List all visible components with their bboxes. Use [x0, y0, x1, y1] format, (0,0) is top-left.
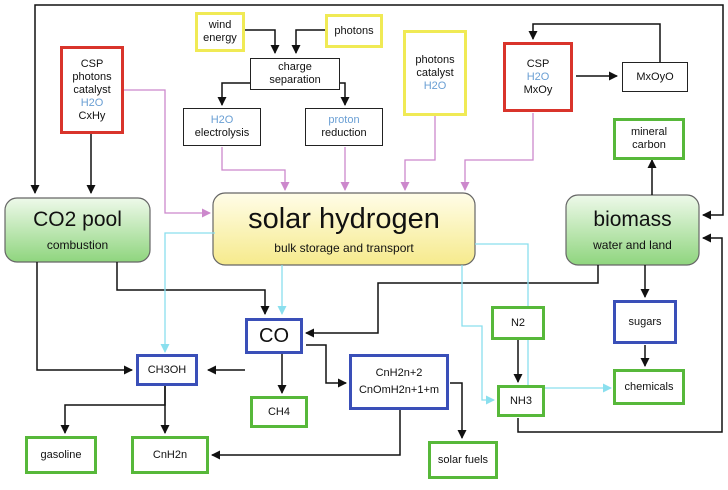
csp-left-line-1: CSP — [80, 57, 104, 70]
nh3-label: NH3 — [509, 394, 532, 407]
cnh2n-label: CnH2n — [152, 448, 188, 461]
photons-catalyst-box: photons catalyst H2O — [403, 30, 467, 116]
mxoyo-box: MxOyO — [622, 62, 688, 92]
arrow-biomass-co — [305, 265, 599, 338]
arrow-cnh-solarfuels — [450, 382, 467, 439]
charge-line-2: separation — [269, 74, 321, 86]
arrow-charge-electrolysis — [217, 82, 250, 106]
ch4-box: CH4 — [250, 396, 308, 428]
chemicals-label: chemicals — [624, 380, 674, 393]
arrow-photocat-h2 — [400, 115, 436, 191]
arrow-co2-ch3oh — [36, 262, 133, 375]
wind-line-2: energy — [203, 32, 237, 44]
csp-left-line-2: photons — [72, 70, 112, 83]
co2-pool-subtitle: combustion — [46, 238, 109, 252]
nh3-box: NH3 — [497, 385, 545, 417]
n2-label: N2 — [510, 316, 526, 329]
electrolysis-line-2: electrolysis — [194, 127, 250, 139]
cnh2n-box: CnH2n — [131, 436, 209, 474]
gasoline-box: gasoline — [25, 436, 97, 474]
csp-inputs-left: CSP photons catalyst H2O CxHy — [60, 46, 124, 134]
sugars-label: sugars — [628, 315, 662, 328]
cnh-line-2: CnOmH2n+1+m — [358, 384, 440, 396]
biomass-box — [565, 194, 700, 266]
hydrocarbon-box: CnH2n+2 CnOmH2n+1+m — [349, 354, 449, 410]
proton-line-1: proton — [328, 114, 360, 126]
proton-line-2: reduction — [321, 127, 367, 139]
arrow-cspright-h2 — [460, 113, 534, 191]
loop-arrow-to-co2 — [30, 4, 660, 194]
solar-hydrogen-box — [212, 192, 476, 266]
arrow-co2-co — [116, 262, 270, 315]
arrow-h2-ch3oh — [160, 232, 215, 353]
mineral-line-2: carbon — [632, 139, 666, 151]
n2-box: N2 — [491, 306, 545, 340]
csp-left-line-5: CxHy — [78, 109, 106, 122]
solar-fuels-box: solar fuels — [428, 441, 498, 479]
co2-pool-title: CO2 pool — [33, 208, 122, 231]
csp-left-line-4: H2O — [80, 96, 104, 109]
solar-hydrogen-subtitle: bulk storage and transport — [274, 241, 414, 255]
electrolysis-box: H2O electrolysis — [183, 108, 261, 146]
solar-hydrogen-text: solar hydrogen bulk storage and transpor… — [213, 193, 475, 265]
charge-separation-box: charge separation — [250, 58, 340, 90]
wind-energy-box: wind energy — [195, 12, 245, 52]
arrow-mxoyo-csp — [528, 23, 661, 62]
csp-right-line-2: H2O — [526, 70, 550, 83]
biomass-text: biomass water and land — [566, 195, 699, 265]
mineral-carbon-box: mineral carbon — [613, 118, 685, 160]
arrow-csp-h2 — [122, 89, 211, 218]
photons-box: photons — [325, 14, 383, 48]
csp-right-line-3: MxOy — [523, 83, 553, 96]
co2-pool-box — [4, 197, 151, 263]
mxoyo-label: MxOyO — [636, 70, 674, 83]
biomass-subtitle: water and land — [593, 238, 672, 252]
photocat-line-1: photons — [415, 53, 455, 66]
photocat-line-2: catalyst — [416, 66, 454, 79]
loop-arrow-to-biomass — [660, 4, 724, 220]
solar-hydrogen-title: solar hydrogen — [248, 203, 440, 235]
photocat-line-3: H2O — [423, 79, 447, 92]
csp-inputs-right: CSP H2O MxOy — [503, 42, 573, 112]
ch3oh-label: CH3OH — [147, 363, 187, 376]
wind-line-1: wind — [208, 19, 232, 31]
co-box: CO — [245, 318, 303, 354]
arrow-photons-charge — [291, 29, 328, 54]
biomass-title: biomass — [593, 208, 672, 231]
electrolysis-line-1: H2O — [210, 114, 234, 126]
ch4-label: CH4 — [267, 405, 290, 418]
mineral-line-1: mineral — [630, 126, 668, 138]
cnh-line-1: CnH2n+2 — [375, 367, 423, 379]
arrow-nh3-biomass — [517, 233, 723, 433]
arrow-cnh-cnh2n — [211, 410, 401, 460]
co2-pool-text: CO2 pool combustion — [5, 198, 150, 262]
sugars-box: sugars — [613, 300, 677, 344]
arrow-co-cnh — [306, 344, 347, 388]
csp-left-line-3: catalyst — [73, 83, 111, 96]
charge-line-1: charge — [278, 61, 312, 73]
ch3oh-box: CH3OH — [136, 354, 198, 386]
csp-right-line-1: CSP — [526, 57, 550, 70]
photons-label: photons — [334, 24, 374, 37]
arrow-wind-charge — [240, 29, 280, 54]
arrow-h2-nh3 — [461, 265, 495, 405]
arrow-ch3oh-gasoline — [60, 385, 166, 434]
solar-fuels-label: solar fuels — [437, 453, 489, 466]
co-label: CO — [259, 325, 289, 347]
proton-reduction-box: proton reduction — [305, 108, 383, 146]
chemicals-box: chemicals — [613, 369, 685, 405]
gasoline-label: gasoline — [40, 448, 82, 461]
arrow-electrolysis-h2 — [221, 147, 290, 191]
